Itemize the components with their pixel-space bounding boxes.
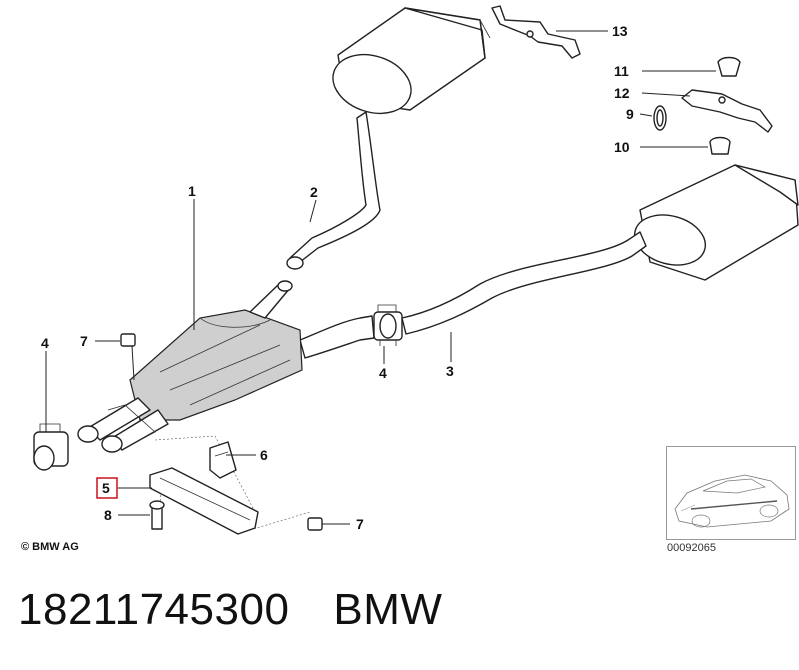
callout-5: 5 — [102, 480, 110, 496]
part-caption: 18211745300 BMW — [18, 585, 442, 635]
callout-2: 2 — [310, 184, 318, 200]
callout-11: 11 — [614, 63, 629, 79]
callout-1: 1 — [188, 183, 196, 199]
bracket-6 — [209, 441, 237, 479]
connector-pipe — [299, 315, 375, 359]
rubber-cap-11 — [717, 56, 741, 77]
clamp-4-middle — [373, 304, 403, 346]
callout-9: 9 — [626, 106, 634, 122]
callout-7-lower: 7 — [356, 516, 364, 532]
callout-5-highlight — [96, 477, 118, 499]
callout-13: 13 — [612, 23, 628, 39]
heat-shield-5 — [149, 467, 259, 535]
car-outline-icon — [674, 474, 790, 528]
rubber-mount-7-lower — [307, 517, 323, 531]
rear-silencer — [633, 164, 799, 281]
brand-name: BMW — [333, 585, 443, 634]
diagram-reference-code: 00092065 — [667, 542, 716, 554]
callout-8: 8 — [104, 507, 112, 523]
car-location-thumbnail — [666, 446, 796, 540]
exhaust-system-diagram: 13 11 12 9 10 1 2 4 7 4 3 6 5 8 7 — [33, 5, 799, 535]
rubber-buffer-10 — [709, 136, 731, 155]
callout-3: 3 — [446, 363, 454, 379]
front-silencer — [332, 7, 491, 115]
hanger-12 — [681, 89, 773, 133]
callout-4-middle: 4 — [379, 365, 387, 381]
tail-pipes — [77, 397, 169, 453]
ring-9 — [653, 105, 667, 131]
rubber-mount-7-upper — [120, 333, 136, 347]
pipe-2 — [286, 111, 381, 270]
callout-12: 12 — [614, 85, 630, 101]
callout-6: 6 — [260, 447, 268, 463]
copyright-notice: © BMW AG — [21, 541, 79, 553]
callout-7-upper: 7 — [80, 333, 88, 349]
callout-4-left: 4 — [41, 335, 49, 351]
part-number: 18211745300 — [18, 585, 290, 634]
middle-silencer — [129, 280, 303, 421]
bolt-8 — [149, 500, 165, 530]
hanger-13 — [491, 5, 581, 59]
clamp-4-left — [33, 423, 69, 471]
pipe-3 — [401, 231, 647, 335]
callout-10: 10 — [614, 139, 630, 155]
